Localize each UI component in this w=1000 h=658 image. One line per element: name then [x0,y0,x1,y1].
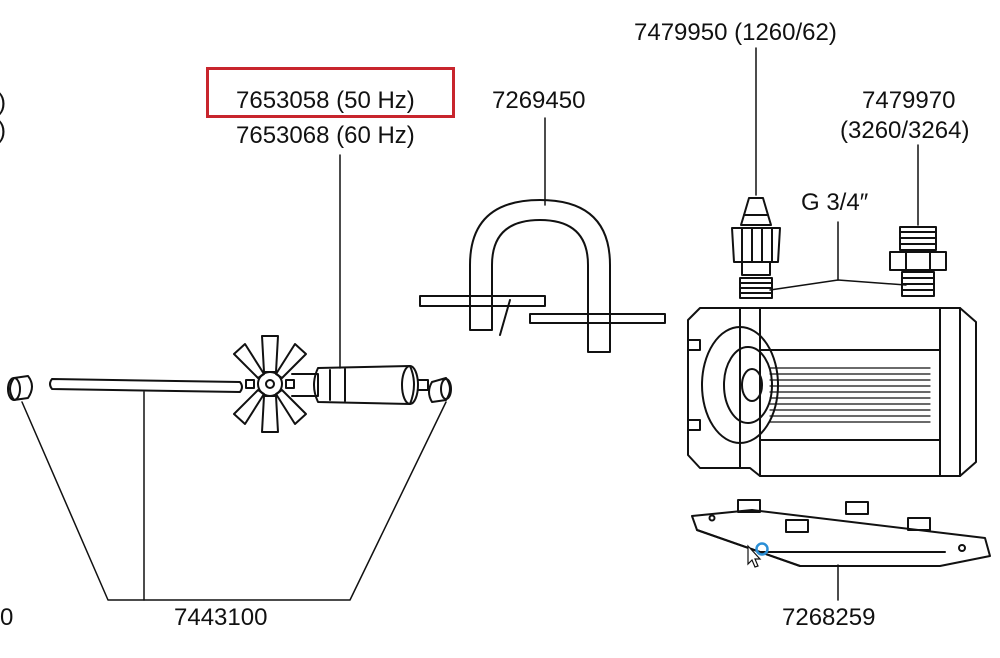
impeller-rotor [233,335,429,433]
shaft [49,378,243,393]
label-clip: 7269450 [492,87,586,114]
mounting-clip [419,199,666,353]
label-adapter-models: (3260/3264) [840,117,970,144]
label-rotor-60hz: 7653068 (60 Hz) [236,122,415,149]
label-thread-size: G 3/4″ [801,189,869,216]
label-adapter: 7479970 [862,87,956,114]
left-edge-paren-1: ) [0,91,6,115]
label-bearings-shaft: 7443100 [174,604,268,631]
thread-adapter [889,226,947,297]
label-rotor-50hz: 7653058 (50 Hz) [236,87,415,114]
pump-housing [687,307,977,477]
highlight-box [206,67,455,118]
base-plate [691,499,991,567]
label-nozzle: 7479950 (1260/62) [634,19,837,46]
left-edge-paren-2: ) [0,119,6,143]
hose-nozzle [731,197,781,299]
bearing-left [7,375,33,401]
left-edge-zero: 0 [0,604,14,631]
bearing-right [428,377,452,403]
label-base-plate: 7268259 [782,604,876,631]
mouse-cursor-icon [747,542,769,568]
leader-lines [21,47,919,601]
